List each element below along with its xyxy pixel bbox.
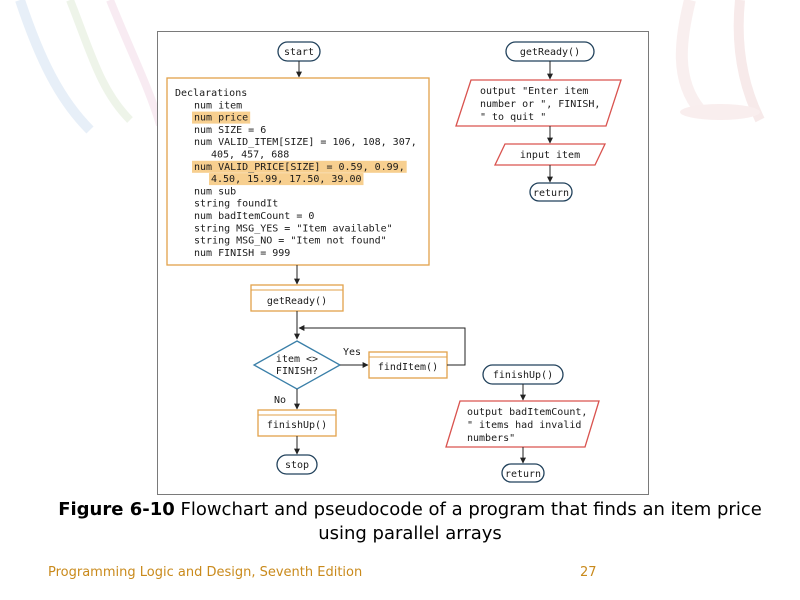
declaration-line: Declarations [175, 88, 247, 99]
finish-up-call-box [257, 409, 337, 437]
declaration-line: num item [194, 100, 242, 111]
declaration-line: num FINISH = 999 [194, 248, 290, 259]
decision-line-2: FINISH? [276, 366, 318, 377]
decision-line-1: item <> [276, 354, 318, 365]
declaration-line: string foundIt [194, 199, 278, 210]
finish-up-output-line-2: " items had invalid [467, 420, 581, 431]
yes-label: Yes [343, 347, 361, 358]
get-ready-output-box [455, 79, 622, 127]
get-ready-return-label: return [533, 188, 569, 199]
finish-up-return-label: return [505, 469, 541, 480]
declaration-highlight [192, 160, 407, 173]
finish-up-output-line-1: output badItemCount, [467, 407, 587, 418]
stop-terminal [276, 454, 318, 475]
no-label: No [274, 395, 286, 406]
figure-caption: Figure 6-10 Flowchart and pseudocode of … [40, 498, 780, 546]
caption-label: Figure 6-10 [58, 499, 175, 520]
declaration-line: num VALID_ITEM[SIZE] = 106, 108, 307, [194, 137, 417, 148]
declaration-line: num SIZE = 6 [194, 125, 266, 136]
finish-up-header: finishUp() [493, 370, 553, 381]
declaration-highlight [209, 173, 364, 186]
get-ready-return-terminal [529, 182, 573, 202]
declaration-line: num sub [194, 186, 236, 197]
get-ready-input-label: input item [520, 150, 580, 161]
stop-label: stop [285, 460, 309, 471]
finish-up-return-terminal [501, 463, 545, 483]
finish-up-call-label: finishUp() [267, 420, 327, 431]
caption-text: Flowchart and pseudocode of a program th… [174, 499, 762, 544]
get-ready-input-box [493, 143, 607, 166]
find-item-call-label: findItem() [378, 362, 438, 373]
finish-up-output-box [445, 400, 600, 448]
declaration-line: num badItemCount = 0 [194, 211, 314, 222]
get-ready-header: getReady() [520, 47, 580, 58]
decision-item-finish [252, 340, 342, 390]
page-number: 27 [580, 565, 597, 580]
declaration-line: string MSG_NO = "Item not found" [194, 236, 387, 247]
declaration-line: 405, 457, 688 [211, 150, 289, 161]
get-ready-call-box [250, 284, 344, 312]
declaration-line: num VALID_PRICE[SIZE] = 0.59, 0.99, [194, 162, 405, 173]
declaration-line: 4.50, 15.99, 17.50, 39.00 [211, 174, 362, 185]
get-ready-call-label: getReady() [267, 296, 327, 307]
start-label: start [284, 47, 314, 58]
get-ready-output-line-3: " to quit " [480, 112, 546, 123]
declaration-highlight [192, 111, 251, 124]
declaration-line: num price [194, 113, 248, 124]
get-ready-output-line-1: output "Enter item [480, 86, 588, 97]
declaration-line: string MSG_YES = "Item available" [194, 223, 393, 234]
get-ready-output-line-2: number or ", FINISH, [480, 99, 600, 110]
background-decoration [15, 0, 765, 134]
footer-book-title: Programming Logic and Design, Seventh Ed… [48, 565, 363, 580]
finish-up-output-line-3: numbers" [467, 433, 515, 444]
